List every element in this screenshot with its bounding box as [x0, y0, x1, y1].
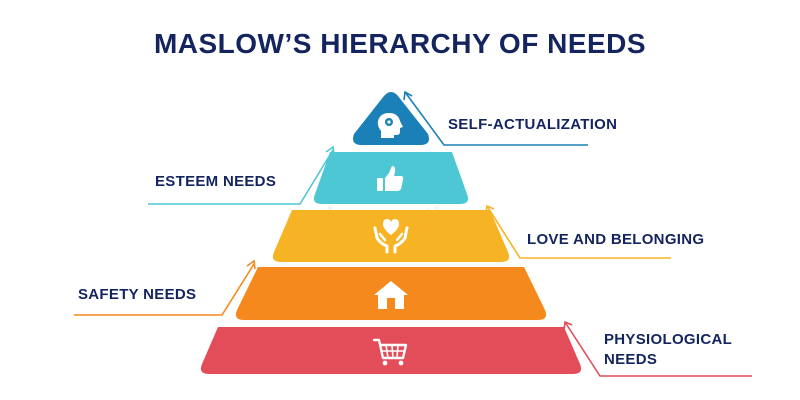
shopping-cart-icon [372, 338, 408, 366]
arrowhead-esteem [325, 145, 335, 156]
label-love-belonging: LOVE AND BELONGING [527, 231, 705, 248]
label-physiological-line-1: PHYSIOLOGICAL [604, 331, 733, 348]
connector-self-actualization [404, 91, 588, 146]
arrowhead-safety [246, 259, 256, 270]
label-esteem: ESTEEM NEEDS [155, 173, 277, 190]
arrowhead-physiological [563, 320, 573, 331]
connector-love-belonging [486, 205, 671, 259]
label-safety: SAFETY NEEDS [78, 286, 197, 303]
arrowhead-love-belonging [485, 204, 495, 215]
arrowhead-self-actualization [403, 90, 413, 101]
connector-safety [74, 263, 255, 316]
tier-love-belonging [272, 210, 510, 262]
connector-esteem [148, 149, 334, 205]
label-self-actualization: SELF-ACTUALIZATION [448, 116, 618, 133]
heart-hands-icon [373, 219, 409, 254]
thumbs-up-icon [377, 166, 404, 191]
label-physiological: PHYSIOLOGICAL NEEDS [604, 330, 732, 370]
label-physiological-line-2: NEEDS [604, 351, 658, 368]
page-title: MASLOW’S HIERARCHY OF NEEDS [153, 28, 647, 59]
connector-physiological [564, 321, 752, 377]
house-icon [374, 281, 408, 309]
head-icon [377, 113, 403, 138]
